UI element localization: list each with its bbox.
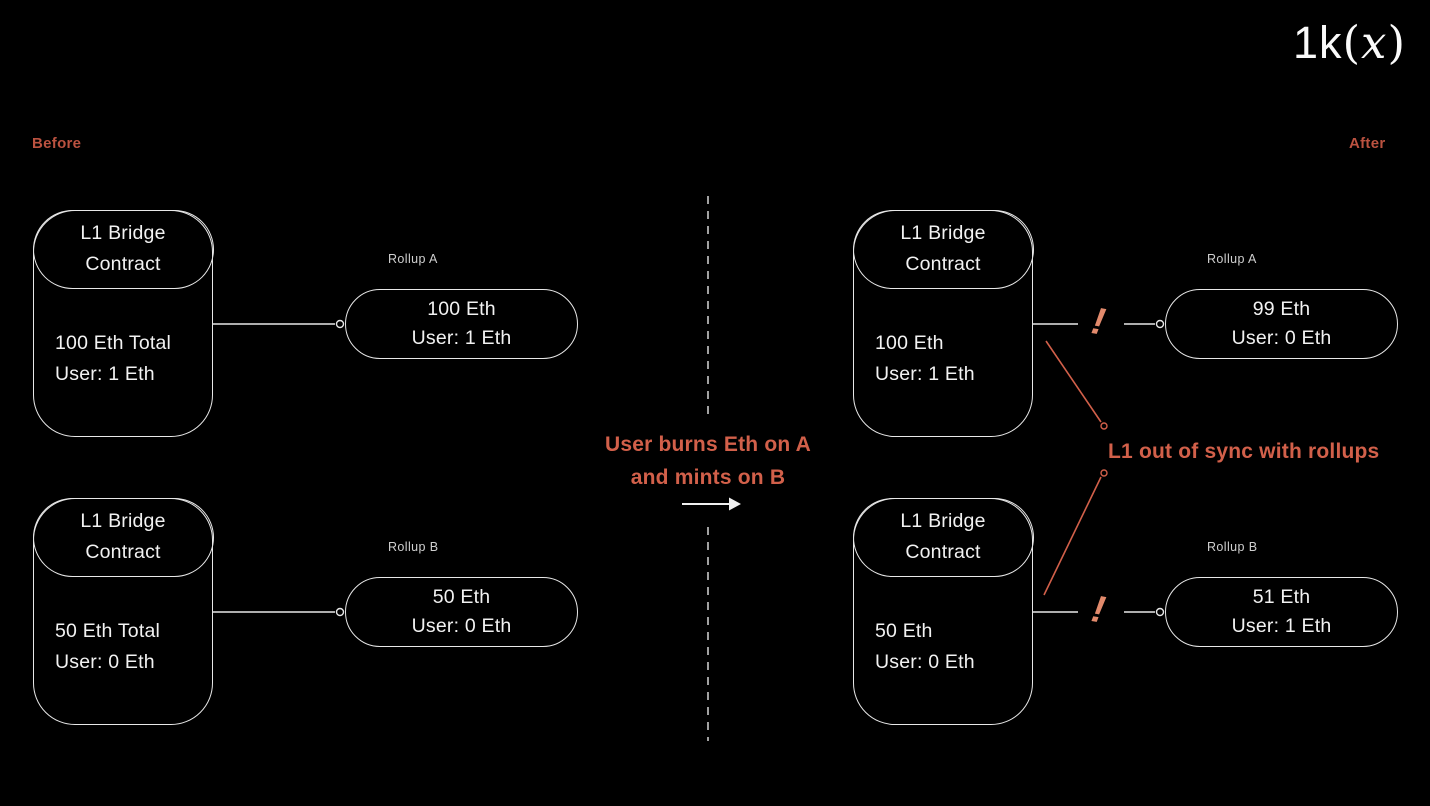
contract-balances: 50 Eth Total User: 0 Eth — [55, 616, 206, 678]
contract-total: 100 Eth — [875, 332, 944, 354]
transition-caption-line2: and mints on B — [630, 465, 786, 489]
contract-box-before-b: L1 Bridge Contract 50 Eth Total User: 0 … — [32, 497, 214, 725]
before-label: Before — [32, 135, 82, 152]
rollup-balance: 51 Eth — [1252, 586, 1311, 608]
contract-title-line1: L1 Bridge — [900, 222, 986, 244]
annotation-line-to-rollup-a — [1045, 340, 1102, 423]
contract-header: L1 Bridge Contract — [32, 209, 214, 289]
contract-user-balance: User: 1 Eth — [55, 363, 155, 385]
rollup-a-pill-before: 100 Eth User: 1 Eth — [345, 289, 578, 359]
contract-title-line2: Contract — [905, 541, 981, 563]
contract-box-after-a: L1 Bridge Contract 100 Eth User: 1 Eth — [852, 209, 1034, 437]
rollup-user-balance: User: 1 Eth — [1231, 615, 1332, 637]
rollup-b-pill-before: 50 Eth User: 0 Eth — [345, 577, 578, 647]
sync-warning-icon-a: ! — [1088, 300, 1109, 344]
rollup-a-label-before: Rollup A — [388, 252, 438, 266]
contract-header: L1 Bridge Contract — [852, 497, 1034, 577]
contract-title-line1: L1 Bridge — [80, 510, 166, 532]
logo-open-paren: ( — [1342, 16, 1362, 69]
contract-total: 50 Eth Total — [55, 620, 161, 642]
rollup-user-balance: User: 0 Eth — [411, 615, 512, 637]
sync-warning-icon-b: ! — [1088, 588, 1109, 632]
contract-balances: 100 Eth User: 1 Eth — [875, 328, 1026, 390]
contract-title-line2: Contract — [85, 253, 161, 275]
contract-user-balance: User: 0 Eth — [875, 651, 975, 673]
rollup-balance: 100 Eth — [427, 298, 496, 320]
contract-title-line1: L1 Bridge — [900, 510, 986, 532]
rollup-b-label-before: Rollup B — [388, 540, 439, 554]
contract-user-balance: User: 0 Eth — [55, 651, 155, 673]
contract-title-line2: Contract — [905, 253, 981, 275]
logo-1kx: 1k(x) — [1293, 16, 1406, 69]
logo-text: 1k — [1292, 17, 1343, 68]
rollup-user-balance: User: 0 Eth — [1231, 327, 1332, 349]
logo-x-glyph: x — [1361, 16, 1388, 69]
contract-header: L1 Bridge Contract — [852, 209, 1034, 289]
out-of-sync-annotation: L1 out of sync with rollups — [1108, 440, 1380, 463]
transition-arrow-head — [729, 497, 741, 511]
contract-total: 50 Eth — [875, 620, 933, 642]
connector-endpoint-after-rollup-b — [1155, 607, 1165, 617]
contract-header: L1 Bridge Contract — [32, 497, 214, 577]
connector-endpoint-before-rollup-b — [335, 607, 345, 617]
rollup-b-label-after: Rollup B — [1207, 540, 1258, 554]
rollup-b-pill-after: 51 Eth User: 1 Eth — [1165, 577, 1398, 647]
rollup-balance: 99 Eth — [1252, 298, 1311, 320]
contract-total: 100 Eth Total — [55, 332, 172, 354]
annotation-endpoint-top — [1100, 422, 1108, 430]
logo-close-paren: ) — [1387, 16, 1406, 69]
connector-endpoint-after-rollup-a — [1155, 319, 1165, 329]
connector-endpoint-before-rollup-a — [335, 319, 345, 329]
contract-user-balance: User: 1 Eth — [875, 363, 975, 385]
rollup-a-pill-after: 99 Eth User: 0 Eth — [1165, 289, 1398, 359]
contract-balances: 100 Eth Total User: 1 Eth — [55, 328, 206, 390]
rollup-balance: 50 Eth — [432, 586, 491, 608]
contract-title-line1: L1 Bridge — [80, 222, 166, 244]
rollup-a-label-after: Rollup A — [1207, 252, 1257, 266]
transition-caption: User burns Eth on A and mints on B — [560, 429, 856, 494]
transition-caption-line1: User burns Eth on A — [604, 433, 812, 456]
annotation-line-to-rollup-b — [1043, 476, 1102, 596]
contract-title-line2: Contract — [85, 541, 161, 563]
contract-box-before-a: L1 Bridge Contract 100 Eth Total User: 1… — [32, 209, 214, 437]
after-label: After — [1349, 135, 1386, 152]
annotation-endpoint-bottom — [1100, 469, 1108, 477]
contract-box-after-b: L1 Bridge Contract 50 Eth User: 0 Eth — [852, 497, 1034, 725]
rollup-user-balance: User: 1 Eth — [411, 327, 512, 349]
contract-balances: 50 Eth User: 0 Eth — [875, 616, 1026, 678]
